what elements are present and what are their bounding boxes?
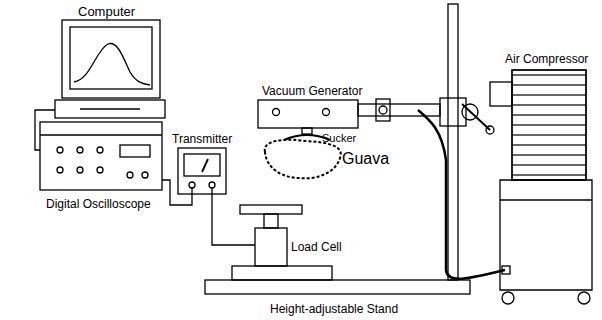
oscilloscope [40, 122, 162, 190]
wire [162, 180, 192, 205]
air-hose [418, 110, 505, 279]
stand-base [205, 280, 470, 294]
part-label: Load Cell [291, 240, 342, 254]
vacuum-generator [258, 100, 358, 128]
part-label: Computer [78, 4, 135, 19]
transmitter-box [178, 148, 226, 194]
wheel [502, 292, 514, 304]
arm [358, 104, 440, 116]
wheel [578, 292, 590, 304]
cable [35, 110, 55, 150]
curve [74, 43, 150, 85]
drive-slot [80, 108, 140, 109]
part-label: Height-adjustable Stand [270, 302, 398, 316]
guava [265, 140, 341, 179]
part-label: Air Compressor [505, 52, 588, 66]
load-cell [255, 228, 287, 266]
screen [70, 27, 152, 89]
platform [240, 205, 302, 214]
load-cell-base [232, 266, 332, 280]
pole [448, 4, 458, 280]
part-label: Vacuum Generator [262, 84, 363, 98]
monitor [62, 20, 160, 98]
computer-case [55, 100, 165, 118]
compressor-fins [512, 70, 586, 180]
part-label: Digital Oscilloscope [46, 197, 151, 211]
wire [212, 188, 255, 245]
part-label: Guava [342, 150, 389, 168]
panel-line [40, 134, 162, 135]
part-label: Sucker [322, 132, 356, 145]
part-label: Transmitter [172, 132, 232, 146]
compressor-cart [500, 180, 592, 290]
compressor-motor [490, 82, 512, 106]
